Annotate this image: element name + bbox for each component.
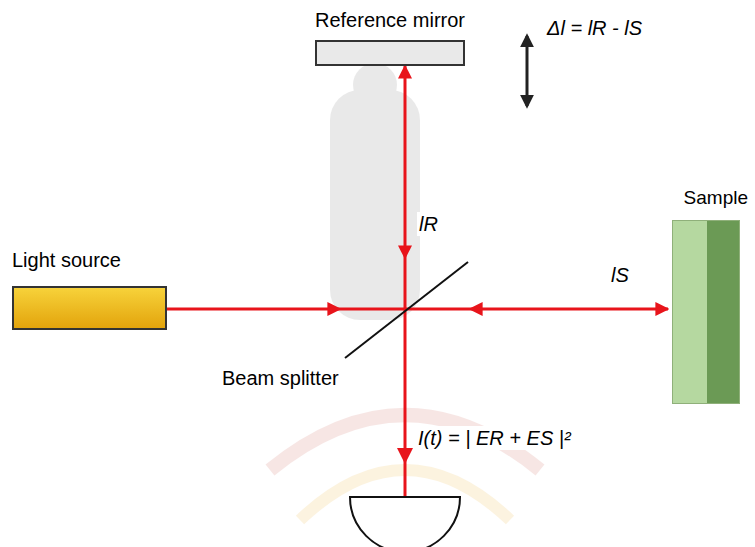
source-node: Light source bbox=[12, 248, 167, 330]
light-beam bbox=[470, 308, 668, 311]
mirror-plate bbox=[315, 40, 465, 66]
node-heading: Light source bbox=[12, 248, 167, 272]
beam-splitter-node: Beam splitter bbox=[340, 258, 470, 360]
detector-symbol bbox=[350, 497, 460, 547]
light-beam bbox=[404, 66, 407, 258]
watermark bbox=[270, 63, 540, 520]
light-source-box bbox=[12, 286, 167, 330]
displacement-arrow bbox=[526, 36, 529, 106]
light-beam bbox=[167, 308, 340, 311]
detector-beam bbox=[404, 360, 407, 497]
sample-block bbox=[672, 220, 740, 404]
node-heading: Sample bbox=[668, 186, 748, 210]
path-length-label: lS bbox=[609, 263, 631, 287]
displacement-formula: Δl = lR - lS bbox=[545, 16, 644, 40]
mirror-node: Reference mirror bbox=[280, 8, 500, 66]
node-heading: Beam splitter bbox=[222, 366, 339, 390]
beam-splitter-symbol bbox=[340, 258, 470, 360]
beam-arrowhead bbox=[397, 448, 413, 464]
intensity-formula: I(t) = | ER + ES |² bbox=[416, 426, 573, 450]
sample-node: Sample bbox=[668, 186, 748, 404]
path-length-label: lR bbox=[417, 212, 440, 236]
node-heading: Reference mirror bbox=[280, 8, 500, 32]
